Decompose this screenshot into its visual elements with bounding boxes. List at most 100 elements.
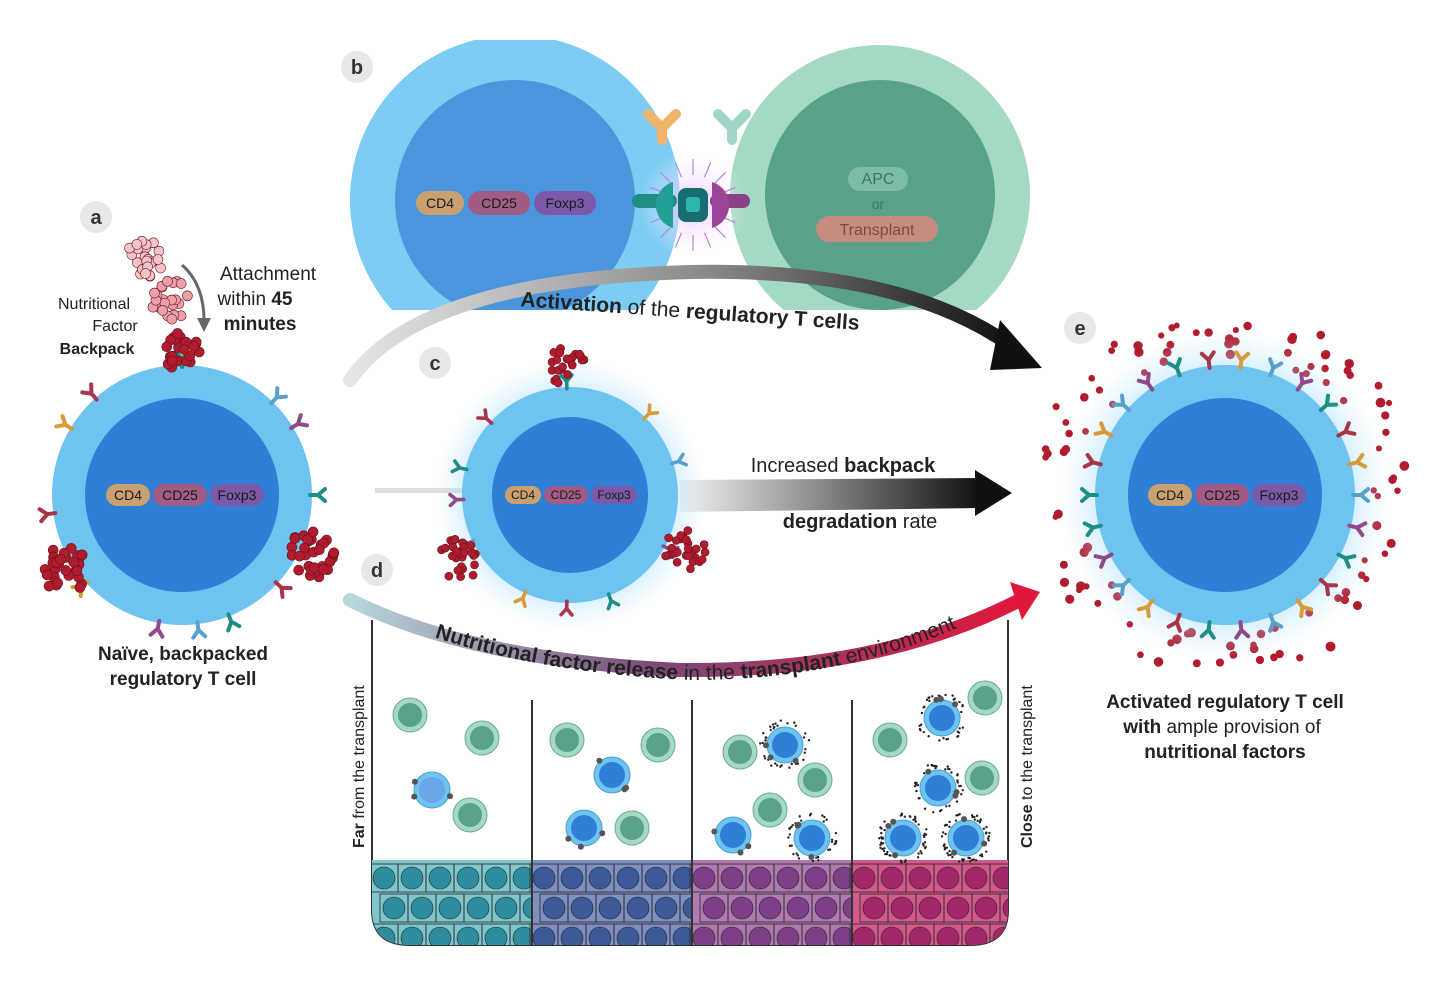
caption-a-line1: Naïve, backpacked	[98, 644, 268, 665]
receptor-icon	[1082, 452, 1103, 469]
backpack-icon	[547, 344, 589, 388]
tissue-cell-icon	[797, 762, 833, 798]
backpacks-a	[39, 328, 340, 593]
or-label: or	[872, 196, 885, 212]
backpack-icon	[286, 526, 340, 583]
nutrient-dot	[1080, 393, 1089, 402]
marker-cd4-a: CD4	[114, 487, 142, 503]
marker-foxp3-c: Foxp3	[597, 488, 631, 502]
nutrient-dot	[1243, 321, 1252, 331]
release-arrow-head-icon	[1010, 582, 1040, 620]
backpack-arrow-tail	[375, 488, 465, 493]
marker-cd25-a: CD25	[162, 487, 198, 503]
nutrient-dot	[1322, 350, 1331, 359]
receptor-icon	[513, 589, 528, 609]
marker-foxp3-e: Foxp3	[1260, 487, 1299, 503]
receptor-icon	[642, 403, 660, 421]
nutrient-dot	[1374, 381, 1383, 390]
receptor-icon	[289, 413, 310, 431]
receptor-icon	[1136, 598, 1155, 619]
receptor-icon	[448, 492, 466, 508]
receptor-icon	[226, 612, 242, 633]
nutrient-dot	[1108, 347, 1116, 355]
apc-cell-nucleus	[765, 80, 995, 310]
nutrient-dot	[1346, 371, 1354, 379]
tissue-cell-icon	[392, 697, 428, 733]
nutrient-dot	[1041, 445, 1050, 453]
nutrient-dot	[1386, 538, 1396, 549]
panel-letter-b: b	[351, 57, 363, 79]
marker-foxp3-a: Foxp3	[218, 487, 257, 503]
treg-small-icon	[711, 816, 752, 856]
nutrient-dot	[1062, 419, 1070, 426]
apc-labels: APC or Transplant	[816, 167, 938, 242]
backpack-degradation-arrow	[680, 478, 980, 512]
nutrient-dot	[1288, 332, 1298, 342]
caption-a-line2: regulatory T cell	[110, 669, 257, 690]
receptor-icon	[1111, 393, 1132, 413]
receptor-icon	[1318, 577, 1339, 597]
treg-small-icon	[411, 771, 453, 809]
nutrient-dot	[1158, 332, 1165, 339]
backpack-icon	[437, 534, 480, 581]
nutrient-dot	[1192, 659, 1201, 668]
nutrient-dot	[1381, 550, 1389, 557]
receptor-icon	[1111, 577, 1132, 597]
treg-small-icon	[593, 756, 631, 794]
nutrient-dot	[1042, 453, 1049, 461]
receptor-icon	[606, 592, 621, 611]
receptor-icon	[54, 414, 75, 432]
nutrient-dot	[1344, 359, 1352, 367]
nutrient-dot	[1137, 651, 1144, 659]
receptor-icon	[1347, 521, 1368, 538]
backpack-faded-1-icon	[124, 235, 166, 282]
backpack-faded-2-icon	[147, 276, 193, 325]
panel-c: c Increased backpack degradation rate CD…	[375, 344, 1012, 630]
tissue-cell-icon	[452, 797, 488, 833]
attachment-label-line2: within 45	[217, 289, 293, 310]
close-label: Close to the transplant	[1019, 685, 1036, 848]
panel-letter-c-badge	[419, 347, 451, 379]
tissue-cell-icon	[464, 720, 500, 756]
receptors-e	[1080, 350, 1370, 640]
receptor-icon	[1347, 452, 1368, 469]
panel-b: CD4 CD25 Foxp3 APC or Transplant b	[341, 40, 1030, 310]
far-label: Far from the transplant	[351, 685, 368, 848]
attachment-label-line1: Attachment	[220, 264, 317, 285]
receptor-icon	[1199, 620, 1216, 640]
panel-e: e CD4 CD25 Foxp3 Activated regulatory T …	[1041, 312, 1410, 763]
receptor-icon	[450, 459, 469, 474]
caption-e-line3: nutritional factors	[1144, 742, 1306, 763]
marker-pills-b: CD4 CD25 Foxp3	[416, 191, 596, 215]
backpacks-c	[437, 344, 710, 581]
nutrient-dot	[1053, 509, 1063, 519]
nutrient-dot	[1275, 649, 1284, 659]
nutrient-dot	[1052, 403, 1060, 411]
panel-letter-d-badge	[361, 554, 393, 586]
treg-small-icon	[913, 763, 964, 814]
backpack-label-line3: Backpack	[60, 341, 135, 358]
marker-cd4-b: CD4	[426, 195, 454, 211]
backpack-label-line1: Nutritional	[58, 296, 130, 313]
receptor-icon	[1295, 598, 1314, 619]
panel-letter-a-badge	[80, 201, 112, 233]
nutrient-dot	[1325, 641, 1336, 652]
tissue-environment	[371, 620, 1009, 946]
backpack-arrow-label-line2: degradation rate	[783, 511, 937, 533]
nutrient-dot	[1059, 577, 1070, 587]
tissue-cell-icon	[752, 792, 788, 828]
treg-small-icon	[787, 812, 838, 863]
transplant-label: Transplant	[840, 222, 916, 239]
panel-letter-b-badge	[341, 51, 373, 83]
receptor-teal-icon	[713, 109, 751, 145]
nutrient-dot	[1065, 594, 1075, 604]
tissue-cell-icon	[964, 760, 1000, 796]
treg-small-icon	[918, 693, 965, 742]
receptor-icon	[308, 487, 327, 503]
nutrient-dot	[1316, 330, 1326, 340]
release-arrow	[343, 593, 1027, 678]
nutrient-dot	[1110, 340, 1118, 348]
nutrient-dot	[1088, 374, 1096, 382]
receptor-icon	[1093, 421, 1114, 438]
